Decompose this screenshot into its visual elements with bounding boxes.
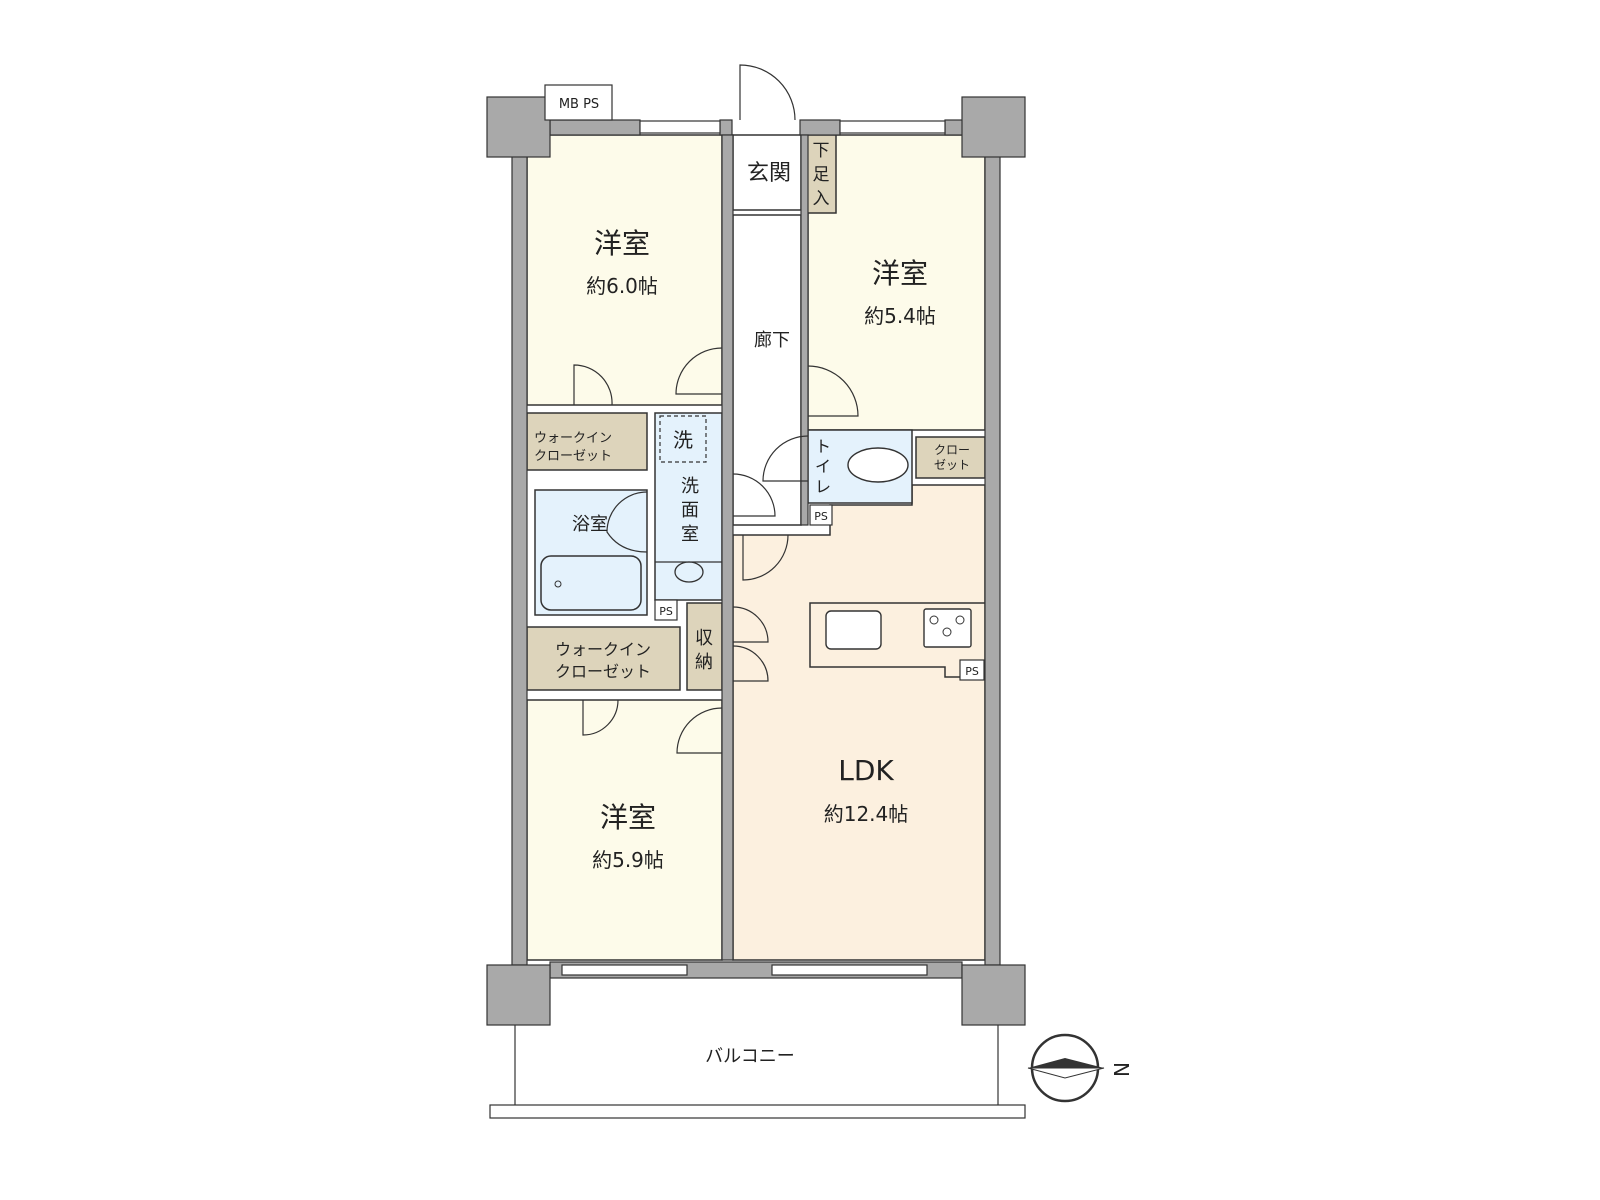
- corner-tl: [486, 96, 551, 158]
- corner-bl: [486, 964, 551, 1026]
- room3-floor: [526, 699, 723, 961]
- door-room1: [675, 347, 723, 395]
- windows: [561, 120, 946, 976]
- labels: 洋室 約6.0帖 洋室 約5.4帖 洋室 約5.9帖 LDK 約12.4帖 玄関…: [534, 97, 979, 1067]
- toilet-label-3: レ: [815, 477, 831, 496]
- room2-floor: [807, 134, 986, 431]
- corner-br: [961, 964, 1026, 1026]
- toilet-icon: [847, 447, 909, 483]
- closet-label-2: ゼット: [934, 458, 970, 472]
- door-storage: [732, 606, 769, 682]
- closet-label-1: クロー: [934, 443, 970, 457]
- washroom-label-2: 面: [681, 500, 699, 521]
- door-toilet: [762, 435, 809, 482]
- room2-name: 洋室: [872, 257, 928, 290]
- door-washroom: [732, 473, 776, 517]
- wic1-label-1: ウォークイン: [534, 431, 612, 446]
- wic2-label-2: クローゼット: [555, 662, 651, 681]
- storage-label-1: 収: [695, 628, 713, 649]
- hallway-label: 廊下: [754, 330, 790, 351]
- door-ldk: [742, 534, 789, 581]
- wic2-floor: [526, 626, 681, 691]
- shoe-closet-label-3: 入: [813, 189, 830, 209]
- doors: [573, 64, 859, 754]
- balcony-label: バルコニー: [705, 1046, 795, 1067]
- north-arrow-icon: [1028, 1058, 1104, 1068]
- wic2-label-1: ウォークイン: [555, 640, 651, 659]
- washbasin-icon: [674, 561, 704, 583]
- front-door: [739, 64, 796, 121]
- washroom-label-1: 洗: [681, 476, 699, 497]
- ldk-size: 約12.4帖: [824, 802, 909, 826]
- room2-size: 約5.4帖: [864, 304, 936, 328]
- ps-boxes: [544, 84, 985, 681]
- kitchen-sink-icon: [825, 610, 882, 650]
- storage-floor: [686, 602, 723, 691]
- wic1-floor: [526, 412, 648, 471]
- shoe-closet-label-1: 下: [813, 141, 830, 161]
- bathtub-icon: [540, 555, 642, 611]
- laundry-label: 洗: [673, 428, 693, 452]
- balcony: [489, 1025, 1026, 1119]
- door-wic1: [573, 364, 613, 406]
- ps-label-bath: PS: [659, 605, 673, 618]
- mbps-label: MB PS: [559, 97, 599, 112]
- door-room3: [676, 707, 723, 754]
- room3-size: 約5.9帖: [592, 848, 664, 872]
- floors: [526, 134, 986, 961]
- room3-name: 洋室: [600, 801, 656, 834]
- ldk-name: LDK: [838, 754, 894, 787]
- toilet-label-1: ト: [815, 437, 831, 456]
- bathroom-label: 浴室: [572, 514, 608, 535]
- wall-top-mid: [719, 119, 733, 136]
- ps-label-toilet: PS: [814, 510, 828, 523]
- corner-tr: [961, 96, 1026, 158]
- wall-top-left: [549, 119, 641, 136]
- laundry-space: [659, 415, 707, 463]
- door-wic2: [582, 699, 619, 736]
- wall-right: [984, 149, 1001, 966]
- walls: [486, 96, 1026, 1026]
- entrance-label: 玄関: [747, 161, 791, 186]
- hallway-floor: [732, 214, 802, 526]
- door-room2: [807, 365, 859, 417]
- washroom-label-3: 室: [681, 524, 699, 545]
- room1-name: 洋室: [594, 227, 650, 260]
- compass-north-label: N: [1109, 1062, 1133, 1077]
- room1-floor: [526, 134, 723, 406]
- ps-label-kitchen: PS: [965, 665, 979, 678]
- room1-size: 約6.0帖: [586, 274, 658, 298]
- compass: N: [1027, 1033, 1133, 1103]
- entrance-floor: [732, 134, 802, 211]
- storage-label-2: 納: [695, 652, 713, 673]
- wall-left: [511, 149, 528, 966]
- wic1-label-2: クローゼット: [534, 449, 612, 464]
- wall-top-mid2: [799, 119, 841, 136]
- shoe-closet-label-2: 足: [813, 165, 830, 185]
- toilet-label-2: イ: [815, 457, 831, 476]
- door-bath: [606, 491, 648, 553]
- ldk-floor: [732, 484, 986, 961]
